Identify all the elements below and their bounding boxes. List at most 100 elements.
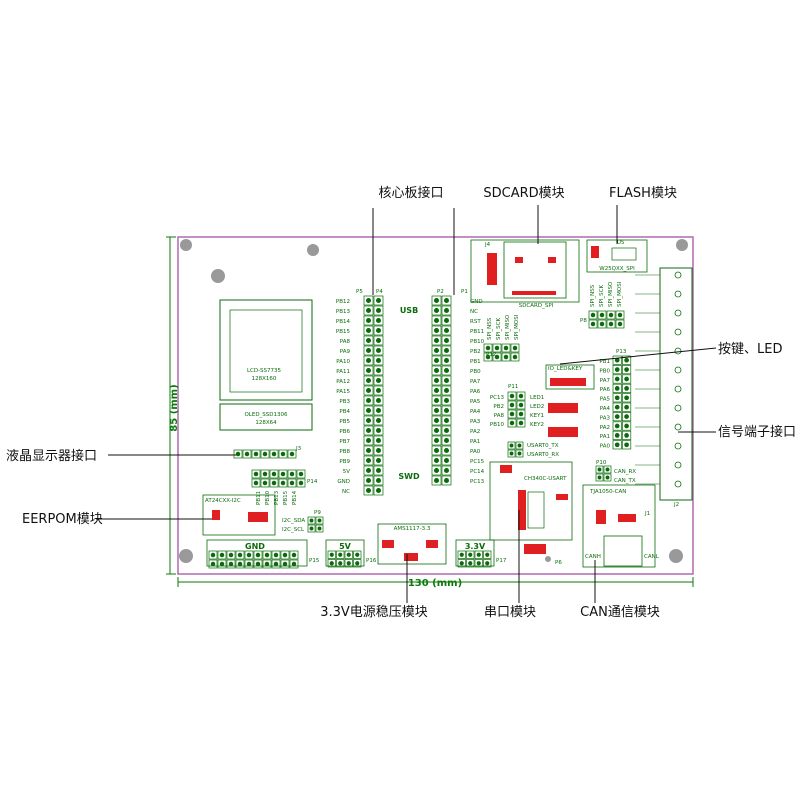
pin-hole (228, 561, 234, 567)
core-right-pin (431, 465, 442, 476)
p8-pin (588, 310, 598, 320)
v33-pin (474, 550, 483, 559)
p8-pin (606, 319, 616, 329)
regulator-cap (426, 540, 438, 548)
pin-hole (262, 480, 268, 486)
p8-pin (615, 319, 625, 329)
core-left-pin (373, 365, 384, 376)
terminal-screw (674, 480, 682, 488)
pin-label: PB10 (470, 339, 485, 345)
core-left-pin (363, 345, 374, 356)
keyled-signal-label: LED1 (530, 395, 544, 401)
pin-label: RST (470, 319, 481, 325)
core-left-pin (373, 325, 384, 336)
pin-label: PB5 (339, 419, 350, 425)
pin-hole (433, 457, 440, 464)
pin-hole (309, 518, 314, 523)
p11-pin (507, 391, 517, 401)
p14-pin (278, 469, 288, 479)
terminal-screw (674, 366, 682, 374)
pin-label: PB11 (470, 329, 484, 335)
pin-hole (624, 442, 629, 448)
p6-label: P6 (555, 560, 562, 566)
callout-can: CAN通信模块 (580, 560, 660, 620)
core-right-pin (431, 355, 442, 366)
p12-label: P12 (486, 352, 496, 358)
pin-hole (317, 518, 322, 523)
core-left-pin (373, 385, 384, 396)
keyled-signal-label: KEY1 (530, 413, 544, 419)
p14-pin (269, 469, 279, 479)
callout-eeprom: EERPOM模块 (22, 512, 212, 527)
pin-hole (433, 397, 440, 404)
pin-hole (433, 367, 440, 374)
p13-pin (622, 365, 632, 375)
p10-pin (603, 465, 612, 474)
v5-label: 5V (339, 542, 352, 551)
sdcard-pad (515, 257, 523, 263)
gnd-pin (244, 559, 254, 569)
pin-hole (298, 471, 304, 477)
pin-hole (375, 437, 382, 444)
p7-pin (515, 441, 524, 450)
eeprom-outline (202, 494, 276, 536)
pin-hole (433, 417, 440, 424)
pin-label: PC13 (490, 395, 505, 401)
pin-hole (375, 347, 382, 354)
pin-hole (614, 376, 620, 382)
p8-pin (588, 319, 598, 329)
pin-hole (433, 377, 440, 384)
p11-pin (516, 409, 526, 419)
pin-hole (518, 411, 524, 417)
pin-label: PB15 (283, 490, 289, 505)
svg-text:EERPOM模块: EERPOM模块 (22, 512, 103, 527)
width-dimension: 130 (mm) (408, 578, 462, 589)
gnd-pin (208, 550, 218, 560)
core-left-pin (363, 475, 374, 486)
pin-label: PB4 (339, 409, 350, 415)
j3-pin (278, 449, 288, 459)
sdcard-slot (503, 241, 567, 299)
pin-hole (518, 420, 524, 426)
p11-pin (516, 400, 526, 410)
pin-label: PA9 (340, 349, 351, 355)
pin-hole (365, 337, 372, 344)
core-left-pin (363, 335, 374, 346)
i2c-scl-label: I2C_SCL (282, 527, 305, 533)
p13-pin (612, 412, 622, 422)
pin-hole (355, 552, 360, 557)
p13-pin (612, 402, 622, 412)
core-right-pin (431, 475, 442, 486)
pin-hole (518, 402, 524, 408)
svg-text:SDCARD模块: SDCARD模块 (483, 186, 564, 201)
pin-hole (375, 307, 382, 314)
p14-pin (260, 469, 270, 479)
p16-label: P16 (366, 558, 377, 564)
pin-hole (624, 433, 629, 438)
keyled-label: IO_LED&KEY (548, 366, 583, 372)
pin-hole (443, 397, 450, 404)
gnd-pin (289, 550, 299, 560)
pin-hole (443, 357, 450, 364)
p14-label: P14 (307, 479, 318, 485)
pin-hole (518, 393, 524, 399)
pin-label: PB7 (339, 439, 350, 445)
terminal-screw (674, 461, 682, 469)
pin-hole (459, 552, 464, 557)
p13-pin (612, 383, 622, 393)
gnd-pin (217, 550, 227, 560)
pin-hole (614, 395, 620, 401)
p13-pin (612, 365, 622, 375)
core-left-pin (363, 485, 374, 496)
p7-pin (507, 441, 516, 450)
pin-label: PB3 (339, 399, 350, 405)
pin-hole (375, 337, 382, 344)
pin-hole (433, 337, 440, 344)
pin-hole (329, 561, 334, 566)
p12-pin (483, 352, 493, 362)
pin-hole (614, 386, 620, 391)
terminal-block-j2 (659, 267, 693, 501)
pin-hole (433, 427, 440, 434)
callout-keys-led: 按键、LED (559, 342, 782, 365)
core-right-pin (441, 295, 452, 306)
